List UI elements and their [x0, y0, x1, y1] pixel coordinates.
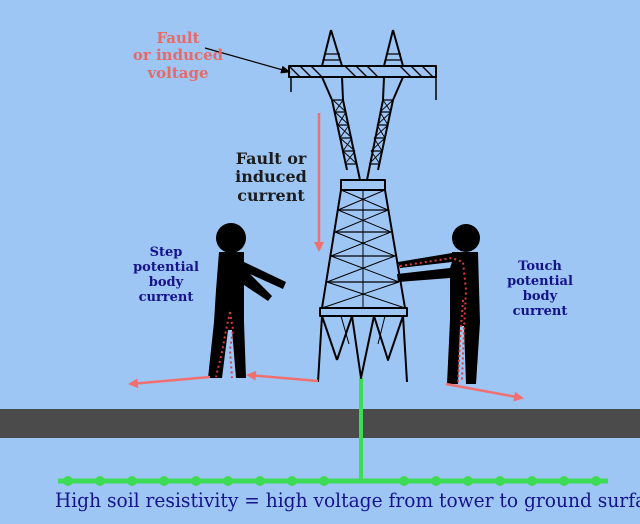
label-touch-potential: Touch potential body current — [507, 259, 573, 319]
voltage-pointer-arrow — [204, 47, 291, 74]
touch-current-path — [399, 256, 468, 383]
label-fault-current: Fault or induced current — [235, 149, 307, 205]
label-step-potential: Step potential body current — [133, 245, 199, 305]
person-step-potential-icon — [208, 223, 286, 378]
grounding-conductor — [58, 378, 608, 486]
person-touch-potential-icon — [397, 224, 480, 384]
label-fault-voltage: Fault or induced voltage — [132, 29, 224, 82]
step-arrow-body — [246, 370, 319, 383]
transmission-tower-icon — [288, 29, 437, 383]
step-arrow-outward — [128, 375, 211, 389]
caption: High soil resistivity = high voltage fro… — [55, 488, 640, 512]
ground-surface-band — [0, 409, 640, 438]
touch-arrow-outward — [445, 382, 524, 402]
